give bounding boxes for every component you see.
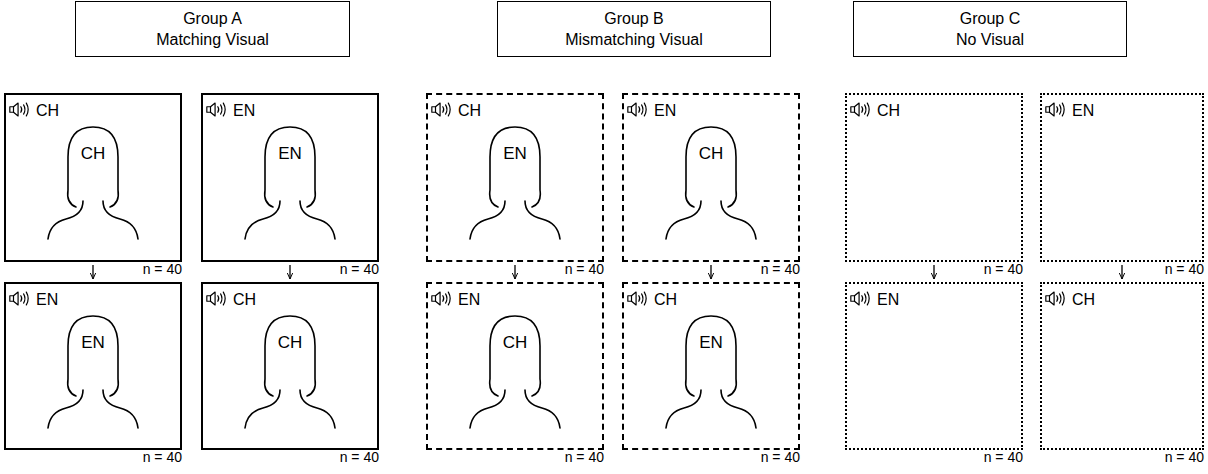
speaker-icon: [10, 292, 28, 305]
sample-size: n = 40: [565, 449, 604, 465]
stimulus-panel: CHENn = 40: [426, 93, 604, 262]
speaker-icon: [851, 292, 869, 305]
audio-label: EN: [36, 290, 58, 309]
person-silhouette: [245, 316, 335, 428]
speaker-icon: [628, 292, 646, 305]
group-header-box: Group A Matching Visual: [75, 1, 350, 57]
group-heading: Group B: [604, 9, 664, 28]
sample-size: n = 40: [340, 261, 379, 277]
sample-size: n = 40: [984, 261, 1023, 277]
condition-label: Matching Visual: [156, 30, 269, 49]
person-silhouette: [245, 127, 335, 239]
stimulus-panel: ENENn = 40: [201, 93, 379, 262]
stimulus-panel: ENCHn = 40: [426, 282, 604, 450]
person-silhouette: [48, 127, 138, 239]
flow-arrow: [514, 265, 515, 279]
stimulus-panel: ENn = 40: [845, 282, 1023, 450]
sample-size: n = 40: [761, 261, 800, 277]
head-label: EN: [6, 333, 180, 353]
group-header-box: Group C No Visual: [853, 1, 1127, 57]
flow-arrow: [710, 265, 711, 279]
person-silhouette: [666, 127, 756, 239]
flow-arrow: [92, 265, 93, 279]
group-heading: Group A: [183, 9, 242, 28]
speaker-icon: [432, 292, 450, 305]
person-silhouette: [666, 316, 756, 428]
head-label: CH: [6, 144, 180, 164]
person-silhouette: [470, 127, 560, 239]
speaker-icon: [432, 103, 450, 116]
head-label: CH: [428, 333, 602, 353]
stimulus-panel: CHCHn = 40: [4, 93, 182, 262]
person-silhouette: [48, 316, 138, 428]
audio-label: CH: [877, 101, 900, 120]
flow-arrow: [1121, 265, 1122, 279]
speaker-icon: [628, 103, 646, 116]
person-silhouettes: [48, 127, 756, 428]
stimulus-panel: ENENn = 40: [4, 282, 182, 450]
sample-size: n = 40: [143, 261, 182, 277]
speaker-icons: [10, 103, 1064, 305]
sample-size: n = 40: [761, 449, 800, 465]
stimulus-panel: CHn = 40: [845, 93, 1023, 262]
stimulus-panel: CHn = 40: [1040, 282, 1204, 450]
speaker-icon: [1046, 103, 1064, 116]
head-label: CH: [624, 144, 798, 164]
sample-size: n = 40: [565, 261, 604, 277]
head-label: EN: [203, 144, 377, 164]
speaker-icon: [851, 103, 869, 116]
stimulus-panel: ENn = 40: [1040, 93, 1204, 262]
sample-size: n = 40: [340, 449, 379, 465]
stimulus-panel: CHCHn = 40: [201, 282, 379, 450]
person-silhouette: [470, 316, 560, 428]
sample-size: n = 40: [984, 449, 1023, 465]
speaker-icon: [207, 292, 225, 305]
condition-label: No Visual: [956, 30, 1024, 49]
sample-size: n = 40: [143, 449, 182, 465]
audio-label: CH: [36, 101, 59, 120]
stimulus-panel: ENCHn = 40: [622, 93, 800, 262]
audio-label: CH: [654, 290, 677, 309]
audio-label: EN: [1072, 101, 1094, 120]
flow-arrow: [289, 265, 290, 279]
audio-label: EN: [233, 101, 255, 120]
head-label: CH: [203, 333, 377, 353]
sample-size: n = 40: [1165, 449, 1204, 465]
stimulus-panel: CHENn = 40: [622, 282, 800, 450]
condition-label: Mismatching Visual: [565, 30, 703, 49]
audio-label: CH: [1072, 290, 1095, 309]
group-heading: Group C: [960, 9, 1020, 28]
sample-size: n = 40: [1165, 261, 1204, 277]
speaker-icon: [10, 103, 28, 116]
audio-label: EN: [654, 101, 676, 120]
speaker-icon: [1046, 292, 1064, 305]
audio-label: EN: [458, 290, 480, 309]
head-label: EN: [624, 333, 798, 353]
audio-label: EN: [877, 290, 899, 309]
flow-arrow: [933, 265, 934, 279]
speaker-icon: [207, 103, 225, 116]
group-header-box: Group B Mismatching Visual: [497, 1, 771, 57]
audio-label: CH: [458, 101, 481, 120]
head-label: EN: [428, 144, 602, 164]
audio-label: CH: [233, 290, 256, 309]
